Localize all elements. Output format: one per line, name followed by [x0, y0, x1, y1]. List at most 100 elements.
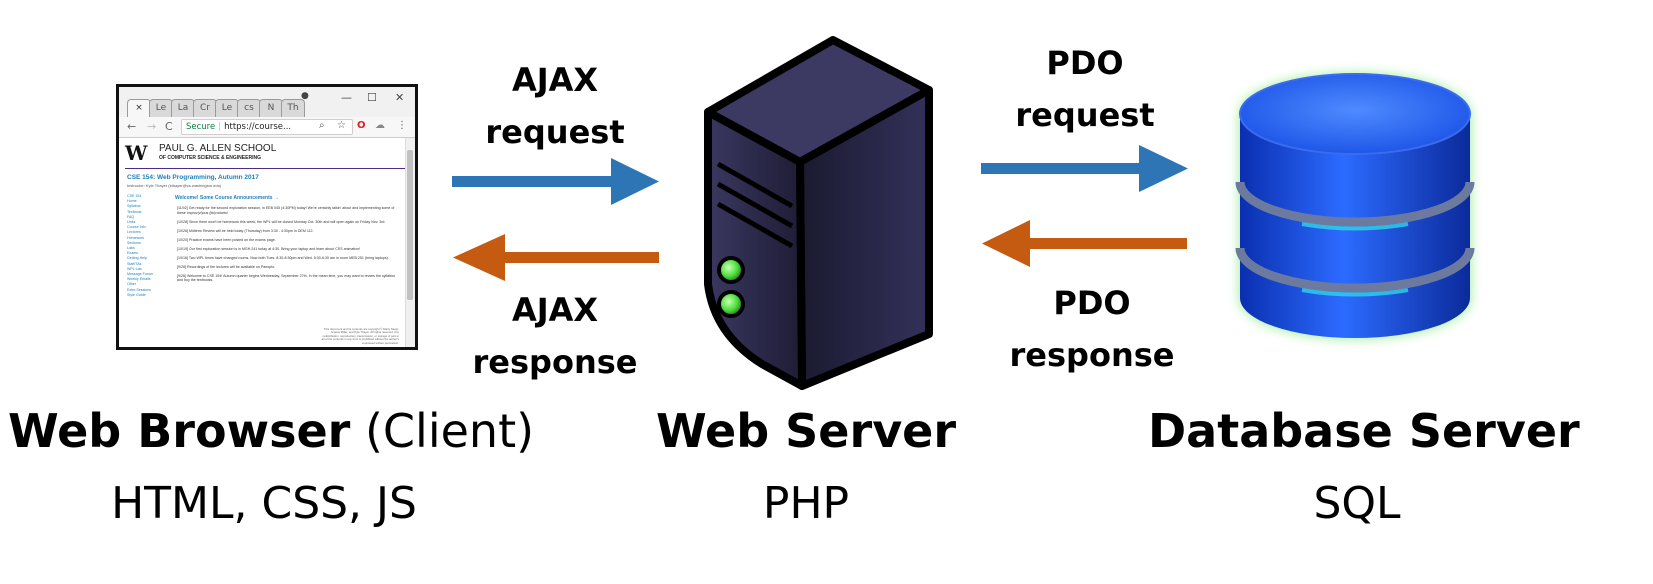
- server-bay-line: [716, 181, 794, 229]
- header-rule: [125, 168, 405, 169]
- browser-toolbar: ← → C Secure|https://course... ⌕ ☆ O ☁ ⋮: [119, 117, 415, 138]
- server-tech: PHP: [762, 478, 850, 529]
- nav-link[interactable]: Message Forum: [127, 272, 153, 277]
- server-bay-line: [716, 201, 794, 249]
- nav-link[interactable]: Home: [127, 199, 137, 204]
- announcement-list: [11/02] Get ready for the second explora…: [177, 206, 397, 287]
- server-title: Web Server: [646, 404, 966, 458]
- ajax-request-label-line1: AJAX: [511, 61, 599, 99]
- nav-link[interactable]: Extra Sessions: [127, 287, 151, 292]
- secure-label: Secure: [186, 122, 216, 132]
- pdo-response-label-line2: response: [1009, 336, 1175, 374]
- ajax-request-arrow-shaft: [452, 176, 617, 187]
- instructor-line: Instructor: Kyle Thayer (kthayer@cs.wash…: [127, 183, 222, 188]
- server-title-bold: Web Server: [655, 404, 957, 458]
- pdo-request-arrow-head: [1139, 145, 1188, 192]
- server-front: [704, 108, 806, 390]
- nav-link[interactable]: Staff/TAs: [127, 261, 142, 266]
- ajax-response-arrow: [453, 234, 659, 281]
- maximize-icon[interactable]: ☐: [367, 91, 377, 104]
- database-top: [1239, 73, 1471, 155]
- url-text: https://course...: [224, 122, 292, 132]
- ajax-response-label-line2: response: [472, 343, 638, 381]
- scrollbar[interactable]: [405, 138, 415, 347]
- bookmark-star-icon[interactable]: ☆: [337, 120, 346, 131]
- browser-tab[interactable]: Th: [281, 99, 305, 117]
- ajax-request-arrow: [452, 158, 659, 205]
- announcement-item: [9/28] Recordings of the lectures will b…: [177, 264, 276, 269]
- browser-screenshot: × Le La Cr Le cs N Th ● — ☐ ✕ ← → C Secu…: [116, 84, 418, 350]
- ajax-response-label-line1: AJAX: [511, 291, 599, 329]
- extension-icon[interactable]: ☁: [375, 120, 385, 131]
- pdo-response-arrow-head: [982, 220, 1030, 267]
- ajax-request-label: AJAX request: [455, 54, 655, 158]
- course-title: CSE 154: Web Programming, Autumn 2017: [127, 174, 259, 181]
- nav-link[interactable]: Textbook: [127, 209, 142, 214]
- ajax-response-arrow-shaft: [498, 252, 659, 263]
- ajax-request-label-line2: request: [485, 113, 625, 151]
- nav-link[interactable]: Lectures: [127, 230, 141, 235]
- browser-tab-strip: × Le La Cr Le cs N Th ● — ☐ ✕: [119, 87, 415, 117]
- nav-link[interactable]: Other: [127, 282, 136, 287]
- database-title-bold: Database Server: [1148, 404, 1580, 458]
- school-subtitle: OF COMPUTER SCIENCE & ENGINEERING: [159, 155, 261, 161]
- announcement-item: [10/26] Midterm Review will be held toda…: [177, 228, 314, 233]
- search-icon[interactable]: ⌕: [319, 120, 325, 131]
- server-led-icon: [717, 256, 745, 284]
- ajax-request-arrow-head: [611, 158, 659, 205]
- nav-link[interactable]: Labs: [127, 246, 135, 251]
- pdo-request-arrow-shaft: [981, 163, 1147, 174]
- server-led-icon: [717, 290, 745, 318]
- database-band-highlight: [1301, 288, 1409, 297]
- nav-link[interactable]: Syllabus: [127, 204, 141, 209]
- nav-link[interactable]: Getting Help: [127, 256, 147, 261]
- database-band-highlight: [1301, 222, 1409, 231]
- web-page: W PAUL G. ALLEN SCHOOL OF COMPUTER SCIEN…: [119, 138, 411, 347]
- announcement-item: [10/28] Since there won't be homework th…: [177, 219, 386, 224]
- address-bar[interactable]: Secure|https://course...: [181, 119, 353, 135]
- forward-icon[interactable]: →: [147, 120, 157, 133]
- nav-link[interactable]: Sections: [127, 240, 141, 245]
- nav-link[interactable]: Weekly Emails: [127, 277, 151, 282]
- pdo-request-label-line1: PDO: [1046, 44, 1124, 82]
- pdo-response-label: PDO response: [992, 277, 1192, 381]
- server-icon: [704, 36, 933, 390]
- ajax-response-label: AJAX response: [455, 284, 655, 388]
- database-icon: [1235, 73, 1475, 338]
- client-title-bold: Web Browser: [8, 404, 351, 458]
- database-title: Database Server: [1148, 404, 1580, 458]
- pdo-request-arrow: [981, 145, 1188, 192]
- nav-link[interactable]: Links: [127, 220, 136, 225]
- opera-icon[interactable]: O: [357, 120, 366, 131]
- close-icon[interactable]: ✕: [395, 91, 405, 104]
- scrollbar-thumb[interactable]: [407, 150, 413, 300]
- client-title: Web Browser (Client): [8, 404, 534, 458]
- pdo-response-arrow-shaft: [1024, 238, 1187, 249]
- menu-icon[interactable]: ⋮: [397, 120, 407, 131]
- nav-link[interactable]: WPL Lab: [127, 266, 142, 271]
- client-title-suffix: (Client): [350, 404, 535, 458]
- nav-link[interactable]: CSE 154: [127, 194, 142, 198]
- pdo-response-arrow: [982, 220, 1187, 267]
- pdo-request-label: PDO request: [985, 37, 1185, 141]
- back-icon[interactable]: ←: [127, 120, 137, 133]
- nav-link[interactable]: FAQ: [127, 214, 135, 219]
- nav-link[interactable]: Homework: [127, 235, 145, 240]
- minimize-icon[interactable]: —: [341, 91, 352, 104]
- announcement-item: [10/20] Practice exams have been posted …: [177, 237, 276, 242]
- ajax-response-arrow-head: [453, 234, 505, 281]
- nav-link[interactable]: Course Info: [127, 225, 146, 230]
- server-bay-line: [716, 161, 794, 209]
- uw-logo: W: [125, 141, 148, 165]
- pdo-request-label-line2: request: [1015, 96, 1155, 134]
- course-nav: CSE 154 Home Syllabus Textbook FAQ Links…: [127, 194, 167, 298]
- nav-link[interactable]: Style Guide: [127, 292, 146, 297]
- welcome-heading: Welcome! Some Course Announcements →: [175, 195, 279, 201]
- profile-icon[interactable]: ●: [301, 91, 309, 101]
- client-tech: HTML, CSS, JS: [111, 478, 417, 529]
- announcement-item: [9/26] Welcome to CSE 154! Autumn quarte…: [177, 273, 395, 283]
- reload-icon[interactable]: C: [165, 120, 173, 133]
- nav-link[interactable]: Exams: [127, 251, 138, 256]
- announcement-item: [11/02] Get ready for the second explora…: [177, 206, 395, 215]
